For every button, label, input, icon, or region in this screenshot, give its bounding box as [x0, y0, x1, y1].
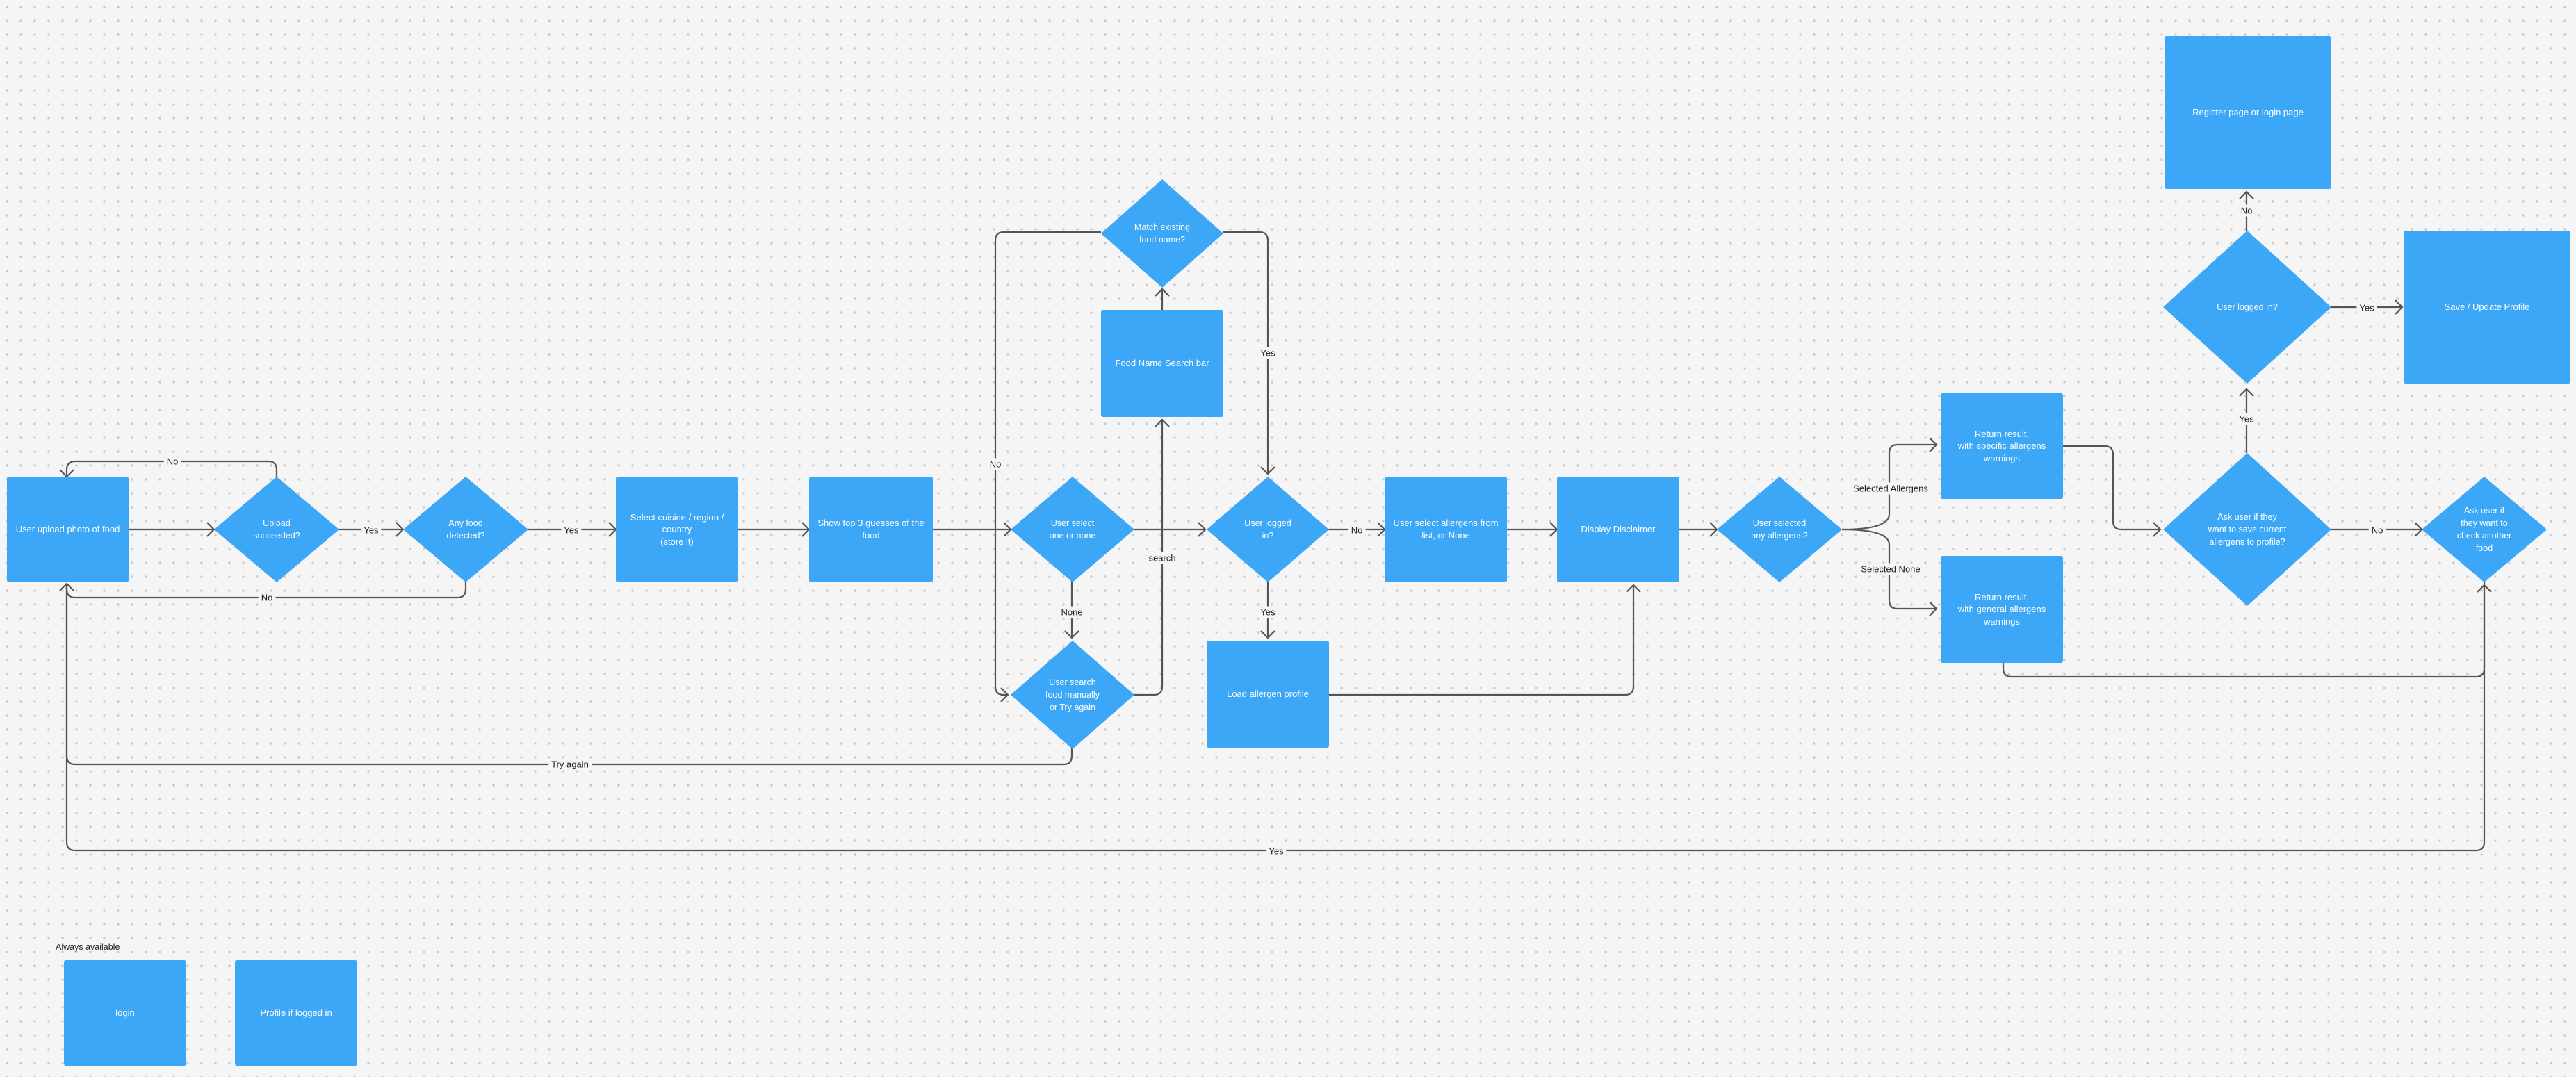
edge-label-selected-allergens: Selected Allergens [1850, 482, 1931, 495]
edge-label-save-yes: Yes [2236, 413, 2257, 425]
edge-label-try-again: Try again [548, 758, 592, 771]
edge-general-to-another [2002, 585, 2486, 678]
diamond-shape [2163, 453, 2331, 606]
edge-label-selected-none: Selected None [1858, 563, 1923, 575]
node-result-general[interactable]: Return result, with general allergens wa… [1941, 556, 2063, 663]
diamond-label: Ask user if they want to save current al… [2208, 511, 2287, 548]
node-register-login[interactable]: Register page or login page [2165, 36, 2331, 189]
edge-label-match-yes: Yes [1257, 347, 1278, 359]
edge-specific-to-asksave [2063, 445, 2160, 531]
node-select-allergens[interactable]: User select allergens from list, or None [1385, 477, 1507, 582]
diamond-label: User logged in? [2217, 302, 2278, 312]
node-logged-in-1[interactable]: User logged in? [1207, 477, 1329, 582]
edge-label-match-no: No [986, 458, 1004, 470]
diamond-shape [1011, 477, 1134, 582]
diamond-shape [2422, 477, 2547, 582]
arrowhead [1929, 437, 1938, 452]
arrowhead [1064, 630, 1079, 639]
edge-load-to-disclaimer [1329, 585, 1635, 696]
diamond-label: User selected any allergens? [1751, 518, 1808, 541]
diamond-label: User select one or none [1049, 518, 1096, 541]
edge-label-detected-yes: Yes [561, 524, 582, 536]
node-ask-another[interactable]: Ask user if they want to check another f… [2422, 477, 2547, 582]
arrowhead [1626, 584, 1641, 593]
arrowhead [2239, 388, 2254, 397]
diamond-label: Any food detected? [446, 518, 485, 541]
node-result-specific[interactable]: Return result, with specific allergens w… [1941, 393, 2063, 499]
arrowhead [2153, 522, 2162, 537]
edge-label-save-no: No [2368, 524, 2386, 536]
edge-label-login2-no: No [2237, 204, 2256, 217]
arrowhead [2477, 584, 2492, 593]
node-search-manual[interactable]: User search food manually or Try again [1011, 641, 1134, 749]
node-save-profile[interactable]: Save / Update Profile [2404, 231, 2570, 384]
node-upload-photo[interactable]: User upload photo of food [7, 477, 129, 582]
diamond-label: User logged in? [1244, 518, 1291, 541]
node-display-disclaimer[interactable]: Display Disclaimer [1557, 477, 1679, 582]
arrowhead [1155, 288, 1170, 297]
edge-match-no [994, 231, 1101, 696]
node-match-existing[interactable]: Match existing food name? [1101, 179, 1223, 288]
arrowhead [1198, 522, 1207, 537]
node-profile-logged-in[interactable]: Profile if logged in [235, 960, 357, 1066]
edge-match-yes [1223, 231, 1269, 474]
diamond-shape [1207, 477, 1329, 582]
edge-label-detected-no: No [258, 591, 276, 604]
edge-label-login1-no: No [1348, 524, 1366, 536]
node-top3-guesses[interactable]: Show top 3 guesses of the food [809, 477, 933, 582]
arrowhead [2239, 190, 2254, 199]
node-login[interactable]: login [64, 960, 186, 1066]
edge-label-login2-yes: Yes [2356, 302, 2377, 314]
node-food-search-bar[interactable]: Food Name Search bar [1101, 310, 1223, 417]
always-available-label: Always available [56, 942, 120, 952]
edge-label-upload-yes: Yes [361, 524, 382, 536]
arrowhead [1155, 418, 1170, 427]
diamond-shape [1717, 477, 1842, 582]
arrowhead [1260, 630, 1275, 639]
node-selected-any[interactable]: User selected any allergens? [1717, 477, 1842, 582]
node-upload-succeeded[interactable]: Upload succeeded? [214, 477, 339, 582]
diamond-shape [2163, 231, 2331, 384]
diamond-label: Ask user if they want to check another f… [2456, 505, 2512, 554]
diamond-shape [214, 477, 339, 582]
diamond-label: Match existing food name? [1134, 222, 1190, 245]
edge-label-another-yes: Yes [1266, 845, 1287, 857]
edge-selected-allergens [1841, 443, 1937, 531]
edge-selected-none [1841, 528, 1937, 610]
diamond-label: User search food manually or Try again [1045, 677, 1100, 713]
diamond-shape [403, 477, 528, 582]
edge-label-login1-yes: Yes [1257, 606, 1278, 618]
diamond-label: Upload succeeded? [253, 518, 300, 541]
arrowhead [2395, 299, 2404, 315]
node-ask-save[interactable]: Ask user if they want to save current al… [2163, 453, 2331, 606]
node-logged-in-2[interactable]: User logged in? [2163, 231, 2331, 384]
edge-label-search: search [1146, 552, 1179, 564]
arrowhead [1260, 466, 1275, 475]
node-select-one-none[interactable]: User select one or none [1011, 477, 1134, 582]
edge-try-again [65, 584, 1073, 766]
arrowhead [59, 582, 74, 591]
edge-label-none: None [1058, 606, 1086, 618]
diamond-shape [1011, 641, 1134, 749]
node-load-allergen-profile[interactable]: Load allergen profile [1207, 641, 1329, 748]
diamond-shape [1101, 179, 1223, 288]
arrowhead [1000, 687, 1009, 702]
arrowhead [1929, 601, 1938, 616]
node-food-detected[interactable]: Any food detected? [403, 477, 528, 582]
edge-search [1134, 420, 1164, 696]
edge-label-upload-no: No [163, 455, 181, 468]
node-select-cuisine[interactable]: Select cuisine / region / country (store… [616, 477, 738, 582]
